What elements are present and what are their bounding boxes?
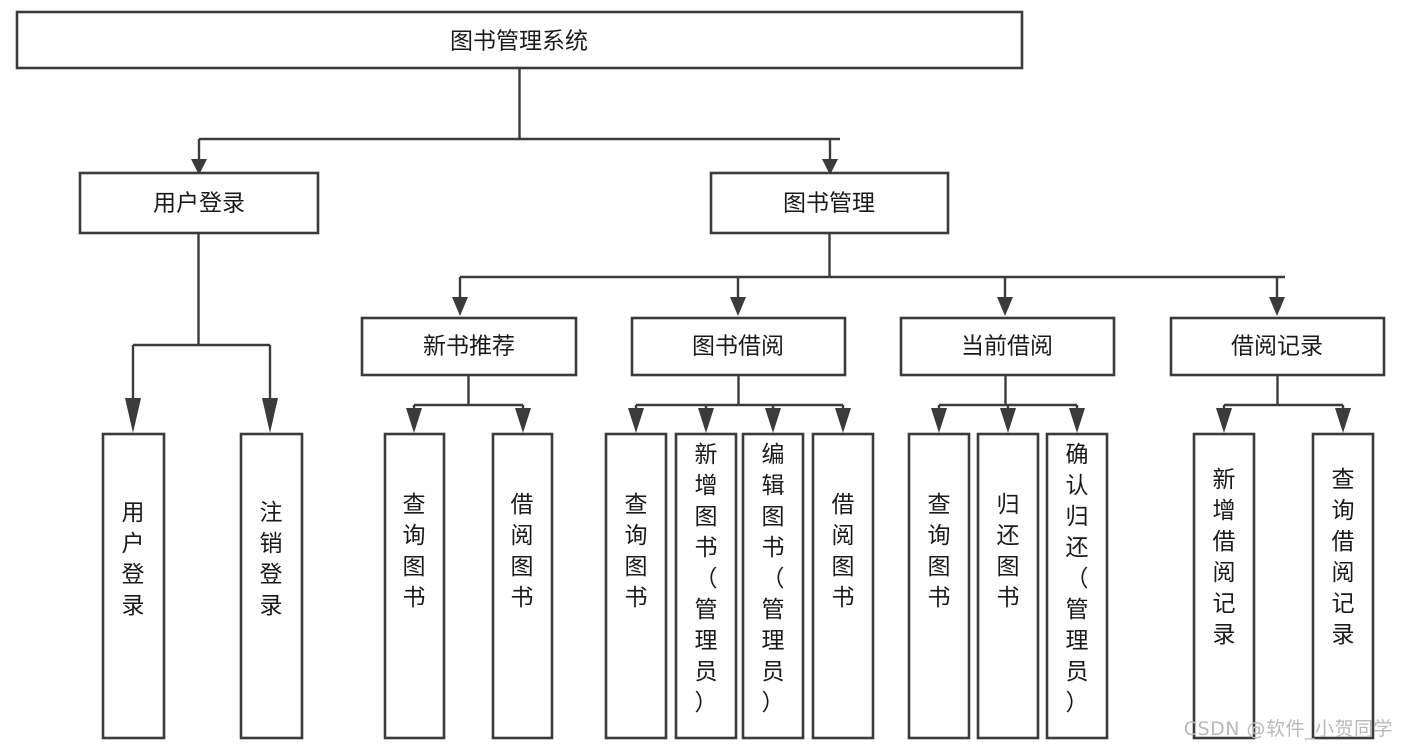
leaf-node-add-book[interactable]: 新增图书（管理员） (674, 432, 738, 740)
connectors-currentborrow-to-leaves (931, 375, 1085, 433)
leaf-logout-label: 注销登录 (260, 500, 283, 619)
arrow-head-leaf-query-record (1335, 408, 1351, 433)
leaf-node-edit-book[interactable]: 编辑图书（管理员） (741, 432, 805, 740)
leaf-borrow-book-2-box[interactable] (811, 432, 875, 740)
leaf-logout-box[interactable] (239, 432, 304, 740)
connectors-root-to-level2 (191, 68, 840, 175)
node-new-book-recommend-box[interactable] (360, 316, 578, 377)
node-current-borrow-label: 当前借阅 (961, 334, 1053, 360)
node-new-book-recommend[interactable]: 新书推荐 (360, 316, 578, 377)
arrow-head-leaf-user-login (125, 398, 141, 433)
leaf-node-user-login[interactable]: 用户登录 (101, 432, 166, 740)
node-borrow-record[interactable]: 借阅记录 (1169, 316, 1386, 377)
leaf-edit-book-box[interactable] (741, 432, 805, 740)
leaf-node-logout[interactable]: 注销登录 (239, 432, 304, 740)
arrow-head-newbook (452, 297, 468, 316)
node-book-manage-label: 图书管理 (783, 191, 875, 217)
leaf-node-return-book[interactable]: 归还图书 (976, 432, 1040, 740)
node-user-login-label: 用户登录 (153, 191, 245, 217)
arrow-head-leaf-query-book-1 (406, 408, 422, 433)
leaf-query-book-1-label: 查询图书 (403, 492, 426, 611)
arrow-head-leaf-confirm-return (1069, 408, 1085, 433)
leaf-query-record-box[interactable] (1311, 432, 1375, 740)
node-root-box[interactable] (15, 10, 1024, 70)
arrow-head-bookborrow (730, 297, 746, 316)
leaf-add-book-box[interactable] (674, 432, 738, 740)
leaf-node-confirm-return[interactable]: 确认归还（管理员） (1045, 432, 1109, 740)
leaf-add-book-label: 新增图书（管理员） (695, 442, 718, 716)
leaf-node-query-record[interactable]: 查询借阅记录 (1311, 432, 1375, 740)
connectors-userlogin-to-leaves (125, 233, 278, 433)
leaf-node-query-book-3[interactable]: 查询图书 (907, 432, 971, 740)
arrow-head-borrowrecord (1269, 297, 1285, 316)
connectors-bookmanage-to-level3 (452, 233, 1285, 316)
leaf-confirm-return-label: 确认归还（管理员） (1066, 442, 1089, 716)
leaf-borrow-book-1-label: 借阅图书 (511, 492, 534, 611)
leaf-node-add-record[interactable]: 新增借阅记录 (1192, 432, 1256, 740)
node-root-system[interactable]: 图书管理系统 (15, 10, 1024, 70)
node-book-borrow-label: 图书借阅 (692, 334, 784, 360)
leaf-edit-book-label: 编辑图书（管理员） (762, 442, 785, 716)
node-book-borrow-box[interactable] (630, 316, 847, 377)
connectors-newbook-to-leaves (406, 375, 531, 433)
arrow-head-book-manage (822, 159, 838, 175)
leaf-query-book-3-box[interactable] (907, 432, 971, 740)
leaf-return-book-box[interactable] (976, 432, 1040, 740)
arrow-head-leaf-add-book (698, 408, 714, 433)
arrow-head-user-login (191, 159, 207, 175)
leaf-query-book-3-label: 查询图书 (928, 492, 951, 611)
leaf-query-record-label: 查询借阅记录 (1332, 467, 1355, 648)
arrow-head-leaf-add-record (1216, 408, 1232, 433)
leaf-borrow-book-1-box[interactable] (491, 432, 554, 740)
leaf-node-borrow-book-2[interactable]: 借阅图书 (811, 432, 875, 740)
node-current-borrow-box[interactable] (899, 316, 1116, 377)
node-user-login[interactable]: 用户登录 (78, 171, 320, 235)
leaf-node-borrow-book-1[interactable]: 借阅图书 (491, 432, 554, 740)
arrow-head-leaf-edit-book (765, 408, 781, 433)
arrow-head-currentborrow (997, 297, 1013, 316)
leaf-node-query-book-2[interactable]: 查询图书 (604, 432, 668, 740)
connectors-bookborrow-to-leaves (628, 375, 851, 433)
node-current-borrow[interactable]: 当前借阅 (899, 316, 1116, 377)
node-user-login-box[interactable] (78, 171, 320, 235)
node-book-borrow[interactable]: 图书借阅 (630, 316, 847, 377)
arrow-head-leaf-return-book (1000, 408, 1016, 433)
leaf-query-book-2-box[interactable] (604, 432, 668, 740)
node-borrow-record-box[interactable] (1169, 316, 1386, 377)
node-book-manage[interactable]: 图书管理 (709, 171, 950, 235)
leaf-user-login-box[interactable] (101, 432, 166, 740)
node-new-book-recommend-label: 新书推荐 (423, 334, 515, 360)
arrow-head-leaf-query-book-2 (628, 408, 644, 433)
leaf-user-login-label: 用户登录 (122, 500, 145, 619)
connectors-borrowrecord-to-leaves (1216, 375, 1351, 433)
arrow-head-leaf-borrow-book-2 (835, 408, 851, 433)
node-root-label: 图书管理系统 (450, 29, 588, 55)
leaf-node-query-book-1[interactable]: 查询图书 (383, 432, 446, 740)
leaf-query-book-1-box[interactable] (383, 432, 446, 740)
leaf-return-book-label: 归还图书 (997, 492, 1020, 611)
arrow-head-leaf-borrow-book-1 (515, 408, 531, 433)
leaf-confirm-return-box[interactable] (1045, 432, 1109, 740)
leaf-borrow-book-2-label: 借阅图书 (832, 492, 855, 611)
leaf-add-record-label: 新增借阅记录 (1213, 467, 1236, 648)
node-borrow-record-label: 借阅记录 (1231, 334, 1323, 360)
leaf-add-record-box[interactable] (1192, 432, 1256, 740)
arrow-head-leaf-logout (262, 398, 278, 433)
leaf-query-book-2-label: 查询图书 (625, 492, 648, 611)
node-book-manage-box[interactable] (709, 171, 950, 235)
arrow-head-leaf-query-book-3 (931, 408, 947, 433)
